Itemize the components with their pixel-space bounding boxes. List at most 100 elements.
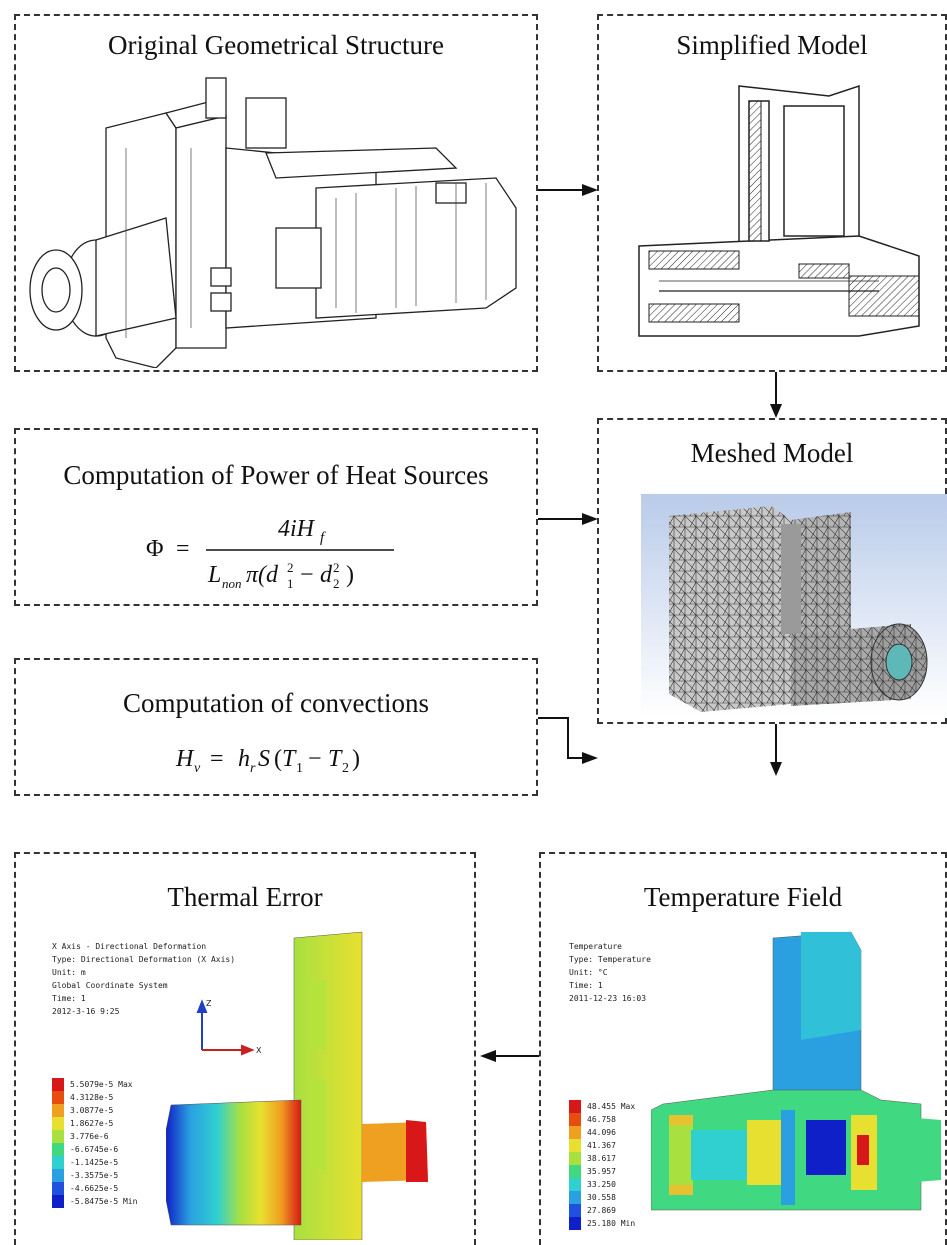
svg-text:2: 2 <box>333 576 340 591</box>
legend-value: 27.869 <box>587 1206 616 1215</box>
svg-text:non: non <box>222 576 242 591</box>
svg-text:1: 1 <box>296 761 303 776</box>
arrow-heat-to-meshed <box>538 513 598 525</box>
svg-text:): ) <box>346 562 354 588</box>
thermal-axis-x-label: X <box>256 1046 262 1055</box>
legend-swatch <box>569 1113 581 1126</box>
legend-value: 4.3128e-5 <box>70 1093 114 1102</box>
svg-text:Φ: Φ <box>146 536 164 562</box>
thermal-color-legend: 5.5079e-5 Max 4.3128e-5 3.0877e-5 1.8627… <box>52 1078 137 1208</box>
simplified-model-box: Simplified Model <box>597 14 947 372</box>
legend-line: Time: 1 <box>52 994 86 1003</box>
arrow-convection-to-meshed <box>538 717 598 764</box>
temperature-field-title: Temperature Field <box>643 882 843 912</box>
thermal-legend-header: X Axis - Directional Deformation Type: D… <box>52 940 235 1018</box>
legend-value: 3.776e-6 <box>70 1132 109 1141</box>
legend-line: Global Coordinate System <box>52 981 168 990</box>
legend-swatch <box>569 1126 581 1139</box>
svg-text:4iH: 4iH <box>278 516 316 542</box>
svg-text:H: H <box>175 746 195 772</box>
legend-line: Unit: m <box>52 968 86 977</box>
simplified-model-drawing <box>638 84 920 337</box>
meshed-model-title: Meshed Model <box>690 438 854 468</box>
temperature-field-contour <box>651 931 941 1211</box>
svg-text:=: = <box>210 746 224 772</box>
arrow-simplified-to-meshed <box>770 372 782 418</box>
original-structure-box: Original Geometrical Structure <box>14 14 538 372</box>
legend-swatch <box>569 1139 581 1152</box>
legend-swatch <box>569 1152 581 1165</box>
arrow-original-to-simplified <box>538 184 598 196</box>
legend-value: -3.3575e-5 <box>70 1171 119 1180</box>
legend-value: 46.758 <box>587 1115 616 1124</box>
convection-equation: H v = h r S ( T 1 − T 2 ) <box>175 746 360 776</box>
svg-text:v: v <box>194 761 201 776</box>
legend-value: 44.096 <box>587 1128 616 1137</box>
temperature-color-legend: 48.455 Max 46.758 44.096 41.367 38.617 3… <box>569 1100 635 1230</box>
svg-text:−: − <box>308 746 322 772</box>
legend-line: 2011-12-23 16:03 <box>569 994 647 1003</box>
legend-value: -5.8475e-5 Min <box>70 1197 138 1206</box>
heat-power-equation: Φ = 4iH f L non π(d 1 2 − d 2 2 ) <box>146 516 394 591</box>
svg-text:π(d: π(d <box>246 562 279 588</box>
heat-sources-box: Computation of Power of Heat Sources Φ =… <box>14 428 538 606</box>
temperature-field-box: Temperature Field Temperature Type: Temp… <box>539 852 947 1245</box>
svg-text:T: T <box>328 746 343 772</box>
legend-line: Temperature <box>569 942 622 951</box>
legend-swatch <box>569 1204 581 1217</box>
legend-swatch <box>52 1195 64 1208</box>
legend-value: -4.6625e-5 <box>70 1184 119 1193</box>
legend-swatch <box>52 1169 64 1182</box>
svg-text:T: T <box>282 746 297 772</box>
thermal-axis-z-label: Z <box>206 999 212 1008</box>
legend-line: Type: Temperature <box>569 955 651 964</box>
simplified-model-title: Simplified Model <box>676 30 868 60</box>
legend-value: 48.455 Max <box>587 1102 636 1111</box>
thermal-error-title: Thermal Error <box>167 882 323 912</box>
arrow-meshed-to-temperature <box>770 724 782 776</box>
arrow-temperature-to-thermal <box>480 1050 539 1062</box>
legend-swatch <box>52 1130 64 1143</box>
legend-swatch <box>569 1100 581 1113</box>
legend-line: Unit: °C <box>569 968 608 977</box>
thermal-error-box: Thermal Error X Axis - Directional Defor… <box>14 852 476 1245</box>
legend-swatch <box>569 1165 581 1178</box>
legend-swatch <box>569 1217 581 1230</box>
legend-swatch <box>52 1182 64 1195</box>
legend-swatch <box>52 1078 64 1091</box>
original-structure-title: Original Geometrical Structure <box>108 30 444 60</box>
legend-swatch <box>52 1117 64 1130</box>
svg-text:−: − <box>300 562 314 588</box>
legend-value: -1.1425e-5 <box>70 1158 119 1167</box>
legend-value: 5.5079e-5 Max <box>70 1080 133 1089</box>
svg-text:r: r <box>250 761 256 776</box>
legend-value: 3.0877e-5 <box>70 1106 114 1115</box>
meshed-model-render <box>641 494 947 716</box>
legend-line: X Axis - Directional Deformation <box>52 942 207 951</box>
convections-title: Computation of convections <box>123 688 429 718</box>
thermal-error-contour: Z X <box>166 931 428 1240</box>
svg-text:L: L <box>207 562 221 588</box>
svg-text:2: 2 <box>287 560 294 575</box>
legend-swatch <box>52 1156 64 1169</box>
legend-value: 35.957 <box>587 1167 616 1176</box>
svg-text:): ) <box>352 746 360 772</box>
legend-swatch <box>52 1091 64 1104</box>
svg-text:h: h <box>238 746 250 772</box>
svg-text:=: = <box>176 536 190 562</box>
legend-line: 2012-3-16 9:25 <box>52 1007 120 1016</box>
legend-swatch <box>52 1104 64 1117</box>
legend-swatch <box>52 1143 64 1156</box>
meshed-model-box: Meshed Model <box>597 418 947 724</box>
legend-value: -6.6745e-6 <box>70 1145 119 1154</box>
svg-text:S: S <box>258 746 270 772</box>
legend-value: 33.250 <box>587 1180 616 1189</box>
svg-text:2: 2 <box>342 761 349 776</box>
temperature-legend-header: Temperature Type: Temperature Unit: °C T… <box>569 940 651 1005</box>
legend-line: Type: Directional Deformation (X Axis) <box>52 955 236 964</box>
legend-line: Time: 1 <box>569 981 603 990</box>
original-structure-drawing <box>29 77 517 368</box>
legend-value: 41.367 <box>587 1141 616 1150</box>
legend-value: 1.8627e-5 <box>70 1119 114 1128</box>
svg-text:1: 1 <box>287 576 294 591</box>
